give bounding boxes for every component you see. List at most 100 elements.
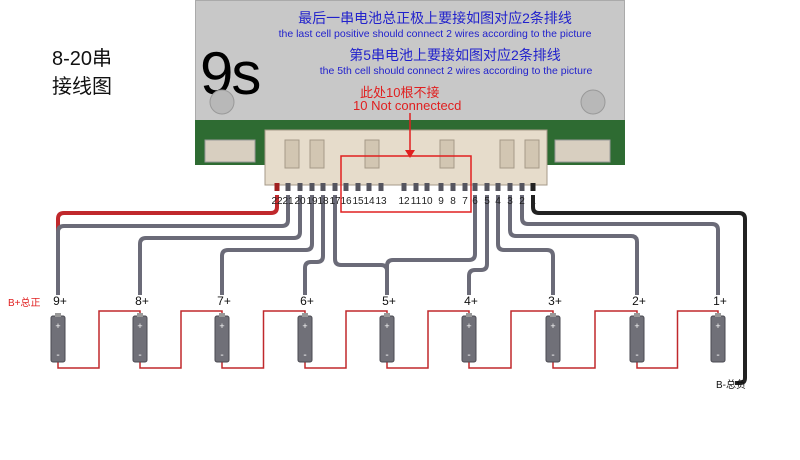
battery-cell: +-8+ xyxy=(132,294,149,363)
cell-label-3+: 3+ xyxy=(548,294,562,308)
pin-15 xyxy=(355,183,361,191)
pin-label: 11 xyxy=(411,196,422,207)
pin-label: 12 xyxy=(398,196,410,207)
battery-plus-sign: + xyxy=(715,321,720,331)
diagram-title: 8-20串 接线图 xyxy=(52,45,112,101)
cell-label-5+: 5+ xyxy=(382,294,396,308)
pin-17 xyxy=(332,183,338,191)
battery-plus-sign: + xyxy=(137,321,142,331)
battery-plus-sign: + xyxy=(55,321,60,331)
pin-7 xyxy=(462,183,468,191)
pin-label: 10 xyxy=(421,196,433,207)
pin-1 xyxy=(530,183,536,191)
note-not-connected-en: 10 Not connectecd xyxy=(353,98,462,113)
battery-terminal xyxy=(715,313,721,317)
wire-pin-2 xyxy=(520,195,720,295)
battery-plus-sign: + xyxy=(219,321,224,331)
wire-pin-22 xyxy=(56,195,279,295)
arrow-down-icon xyxy=(405,150,415,158)
battery-terminal xyxy=(302,313,308,317)
battery-minus-sign: - xyxy=(635,350,638,361)
battery-plus-sign: + xyxy=(384,321,389,331)
pin-label: 8 xyxy=(450,196,456,207)
series-wire xyxy=(636,310,719,369)
pin-21 xyxy=(285,183,291,191)
cell-label-9+: 9+ xyxy=(53,294,67,308)
pin-4 xyxy=(495,183,501,191)
screw-icon xyxy=(209,89,235,115)
note-last-cell-cn: 最后一串电池总正极上要接如图对应2条排线 xyxy=(298,10,572,26)
battery-cell: +-7+ xyxy=(214,294,231,363)
battery-terminal xyxy=(634,313,640,317)
cell-label-2+: 2+ xyxy=(632,294,646,308)
pin-19 xyxy=(309,183,315,191)
battery-minus-sign: - xyxy=(56,350,59,361)
pin-8 xyxy=(450,183,456,191)
battery-plus-sign: + xyxy=(634,321,639,331)
wire-pin-6 xyxy=(385,195,477,295)
not-connected-box xyxy=(340,155,472,213)
note-fifth-cell-cn: 第5串电池上要接如图对应2条排线 xyxy=(349,47,561,63)
pin-label: 14 xyxy=(363,196,375,207)
battery-terminal xyxy=(550,313,556,317)
battery-plus-sign: + xyxy=(550,321,555,331)
pin-13 xyxy=(378,183,384,191)
battery-minus-sign: - xyxy=(716,350,719,361)
note-not-connected-cn: 此处10根不接 xyxy=(360,85,440,100)
side-connector-right xyxy=(554,139,611,163)
title-line-1: 8-20串 xyxy=(52,48,113,70)
connector-latch xyxy=(499,139,515,169)
battery-cell: + - 3+ xyxy=(545,294,562,363)
battery-terminal xyxy=(55,313,61,317)
note-last-cell-en: the last cell positive should connect 2 … xyxy=(278,28,592,40)
wire-pin-20 xyxy=(138,195,302,295)
pin-label: 16 xyxy=(340,196,352,207)
battery-minus-sign: - xyxy=(551,350,554,361)
pin-label: 22 xyxy=(271,196,283,207)
pin-14 xyxy=(366,183,372,191)
pin-label: 3 xyxy=(507,196,513,207)
b-minus-label: B-总负 xyxy=(716,380,746,391)
pin-11 xyxy=(413,183,419,191)
battery-terminal xyxy=(384,313,390,317)
note-fifth-cell-en: the 5th cell should connect 2 wires acco… xyxy=(319,65,593,77)
wire-pin-4 xyxy=(496,195,555,295)
series-wire xyxy=(552,310,638,369)
pin-label: 1 xyxy=(530,196,536,207)
wire-pin-5 xyxy=(467,195,489,295)
pin-label: 5 xyxy=(484,196,490,207)
pin-label: 13 xyxy=(375,196,387,207)
battery-cell: +-4+ xyxy=(461,294,478,363)
pin-label: 15 xyxy=(352,196,364,207)
pin-22 xyxy=(274,183,280,191)
cell-label-4+: 4+ xyxy=(464,294,478,308)
cell-label-1+: 1+ xyxy=(713,294,727,308)
battery-plus-sign: + xyxy=(302,321,307,331)
wire-pin-3 xyxy=(508,195,639,295)
pin-label: 7 xyxy=(462,196,468,207)
battery-terminal xyxy=(466,313,472,317)
pin-12 xyxy=(401,183,407,191)
battery-minus-sign: - xyxy=(467,350,470,361)
pin-2 xyxy=(519,183,525,191)
pin-10 xyxy=(424,183,430,191)
battery-terminal xyxy=(219,313,225,317)
cell-label-6+: 6+ xyxy=(300,294,314,308)
wire-pin-17 xyxy=(333,195,389,295)
series-wire xyxy=(221,310,306,369)
pin-label: 19 xyxy=(306,196,318,207)
battery-cell: + - 2+ xyxy=(629,294,646,363)
side-connector-left xyxy=(204,139,256,163)
pin-label: 2 xyxy=(519,196,525,207)
battery-minus-sign: - xyxy=(303,350,306,361)
pin-label: 18 xyxy=(317,196,329,207)
pin-18 xyxy=(320,183,326,191)
connector-latch xyxy=(309,139,325,169)
series-wire xyxy=(304,310,388,369)
wire-pin-21 xyxy=(56,195,290,295)
cell-label-8+: 8+ xyxy=(135,294,149,308)
connector-latch xyxy=(524,139,540,169)
bms-board xyxy=(195,0,625,135)
wire-pin-1 xyxy=(531,195,747,385)
battery-minus-sign: - xyxy=(385,350,388,361)
